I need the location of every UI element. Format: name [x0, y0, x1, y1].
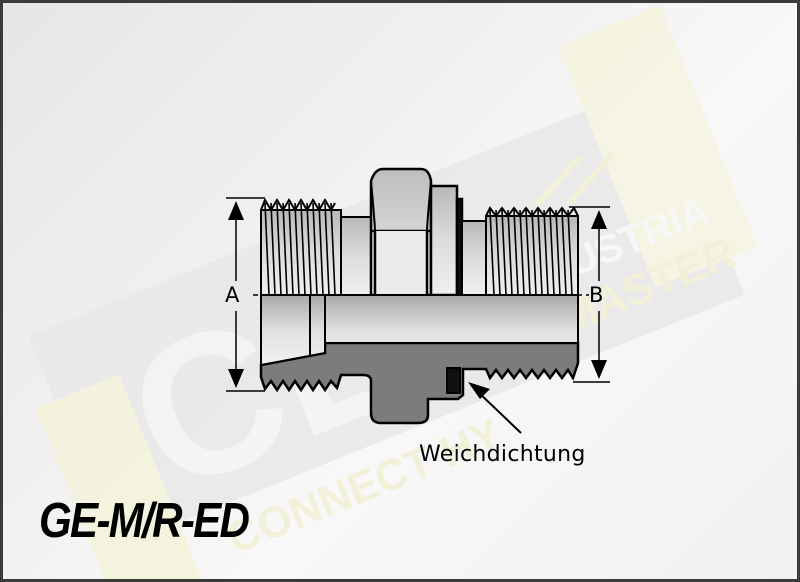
left-neck-upper [340, 216, 372, 296]
left-thread-upper [260, 197, 342, 296]
fitting-drawing [226, 167, 610, 434]
dimension-b-label: B [589, 283, 604, 307]
dimension-a-label: A [225, 283, 240, 307]
right-thread-upper [485, 206, 579, 296]
seal-callout-arrow [468, 382, 522, 434]
part-title: GE-M/R-ED [39, 494, 250, 548]
right-neck-upper [461, 220, 487, 296]
collar-upper [429, 184, 464, 297]
dimension-b [569, 206, 610, 383]
section-body [259, 341, 580, 425]
hex-nut [369, 167, 433, 297]
seal-callout-label: Weichdichtung [419, 442, 586, 467]
dimension-a [226, 197, 265, 392]
